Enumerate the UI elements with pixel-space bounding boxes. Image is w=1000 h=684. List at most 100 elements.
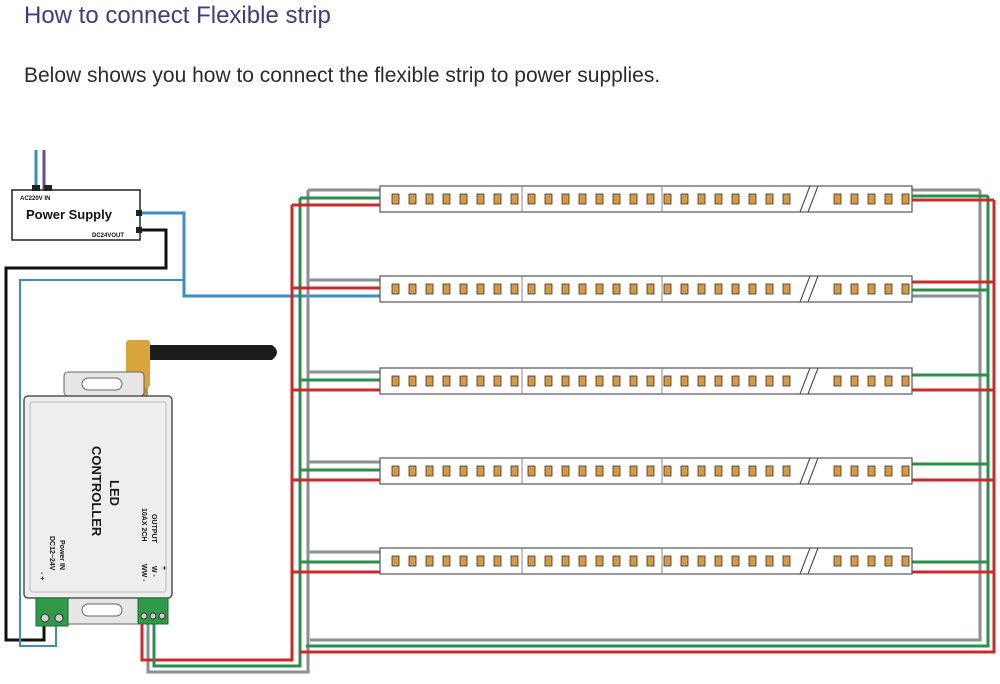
psu-out-black — [4, 228, 168, 642]
led-chip — [867, 283, 876, 295]
led-chip — [578, 193, 587, 205]
led-chip — [459, 193, 468, 205]
led-chip — [765, 375, 774, 387]
led-chip — [408, 465, 417, 477]
led-chip — [765, 555, 774, 567]
led-chip — [714, 375, 723, 387]
led-chip — [629, 465, 638, 477]
controller-output-plus: + — [160, 566, 167, 570]
power-supply: AC220V IN Power Supply DC24VOUT — [11, 185, 142, 241]
bus-green-left — [152, 198, 302, 668]
led-chip — [646, 283, 655, 295]
led-chip — [748, 555, 757, 567]
led-chip — [867, 193, 876, 205]
led-chip — [833, 283, 842, 295]
led-chip — [901, 465, 910, 477]
led-chip — [476, 555, 485, 567]
led-chip — [782, 375, 791, 387]
page-title: How to connect Flexible strip — [24, 2, 331, 29]
led-chip — [408, 555, 417, 567]
led-chip — [714, 283, 723, 295]
led-chip — [493, 283, 502, 295]
led-chip — [697, 465, 706, 477]
led-chip — [833, 193, 842, 205]
led-chip — [731, 375, 740, 387]
led-strip — [379, 457, 913, 485]
led-chip — [884, 283, 893, 295]
power-terminal-block — [35, 597, 69, 627]
led-strip — [379, 275, 913, 303]
led-chip — [459, 283, 468, 295]
controller-voltage: DC12~24V — [48, 536, 55, 571]
controller-output-label: OUTPUT — [150, 514, 157, 544]
led-chip — [646, 193, 655, 205]
led-chip — [544, 375, 553, 387]
led-chip — [748, 193, 757, 205]
led-strip — [379, 547, 913, 575]
led-chip — [731, 283, 740, 295]
led-chip — [561, 465, 570, 477]
led-chip — [663, 375, 672, 387]
led-chip — [714, 465, 723, 477]
bus-red-right — [300, 200, 996, 654]
led-chip — [663, 465, 672, 477]
controller-output-ww: WW - — [140, 564, 147, 582]
led-chip — [510, 465, 519, 477]
psu-output-label: DC24VOUT — [92, 233, 124, 239]
led-chip — [493, 375, 502, 387]
led-chip — [442, 555, 451, 567]
led-chip — [595, 283, 604, 295]
led-chip — [765, 465, 774, 477]
led-chip — [391, 375, 400, 387]
led-chip — [425, 465, 434, 477]
led-chip — [459, 465, 468, 477]
psu-input-label: AC220V IN — [20, 196, 50, 202]
led-chip — [867, 555, 876, 567]
led-chip — [612, 375, 621, 387]
led-chip — [595, 465, 604, 477]
led-chip — [833, 555, 842, 567]
led-chip — [697, 193, 706, 205]
led-chip — [425, 555, 434, 567]
led-chip — [510, 555, 519, 567]
led-chip — [663, 555, 672, 567]
led-chip — [748, 375, 757, 387]
led-chip — [561, 193, 570, 205]
led-chip — [748, 283, 757, 295]
led-chip — [544, 555, 553, 567]
controller-output-rating: 10AX 2CH — [140, 508, 147, 541]
led-chip — [714, 193, 723, 205]
bus-red-left — [140, 205, 294, 662]
bus-gray-right — [310, 190, 982, 642]
led-chip — [442, 375, 451, 387]
led-chip — [544, 193, 553, 205]
led-chip — [850, 465, 859, 477]
led-chip — [578, 375, 587, 387]
bus-green-right — [306, 196, 990, 648]
led-chip — [731, 193, 740, 205]
led-chip — [629, 193, 638, 205]
led-chip — [493, 465, 502, 477]
controller-line2: CONTROLLER — [89, 446, 104, 537]
controller-line1: LED — [107, 480, 122, 506]
led-chip — [884, 465, 893, 477]
psu-name: Power Supply — [26, 207, 113, 222]
psu-out-blue-2 — [19, 279, 184, 647]
led-chip — [442, 465, 451, 477]
led-chip — [408, 193, 417, 205]
led-chip — [578, 465, 587, 477]
led-chip — [459, 555, 468, 567]
led-chip — [544, 465, 553, 477]
led-chip — [901, 375, 910, 387]
led-chip — [561, 375, 570, 387]
led-chip — [765, 283, 774, 295]
led-chip — [527, 375, 536, 387]
led-chip — [884, 375, 893, 387]
led-chip — [867, 375, 876, 387]
led-chip — [680, 283, 689, 295]
led-chip — [459, 375, 468, 387]
led-chip — [697, 375, 706, 387]
led-chip — [782, 465, 791, 477]
led-chip — [850, 193, 859, 205]
led-chip — [850, 283, 859, 295]
